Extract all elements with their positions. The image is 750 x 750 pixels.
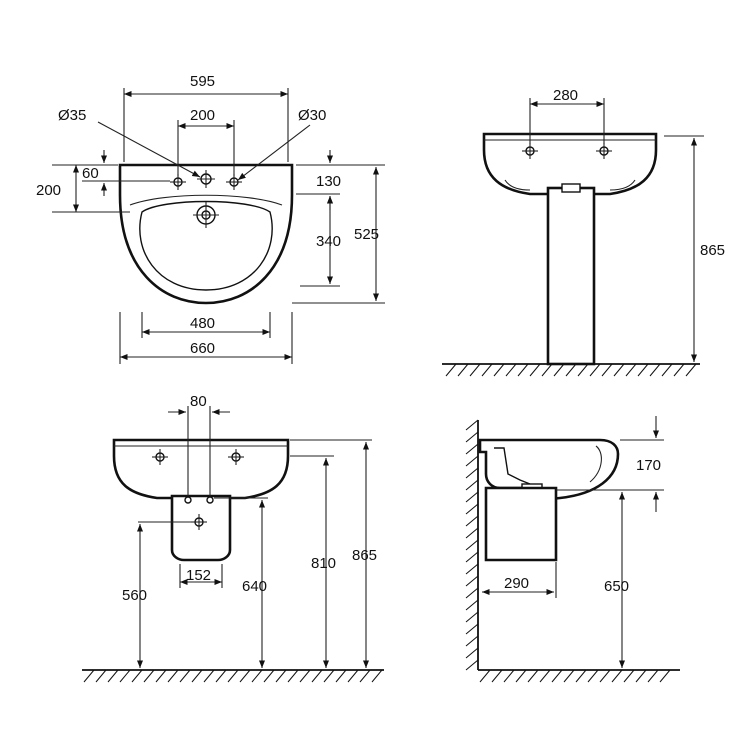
semi-pedestal-shell: [170, 494, 232, 562]
wall-hatch: [465, 419, 479, 671]
pedestal-column: [546, 186, 596, 366]
dim-semi-floor-waste: 810: [311, 555, 336, 572]
dim-hole-offset: 60: [82, 165, 99, 182]
dim-semi-floor-low: 560: [122, 587, 147, 604]
basin-outline-top: [118, 163, 294, 305]
dim-rim-depth: 130: [316, 173, 341, 190]
tap-hole-icon: [152, 449, 244, 530]
tap-hole-icon: [522, 143, 612, 159]
basin-outline-side: [478, 438, 620, 502]
dim-side-floor: 650: [604, 578, 629, 595]
floor-hatch: [445, 363, 697, 377]
tap-hole-icon: [170, 170, 242, 190]
dim-inner-width: 480: [190, 315, 215, 332]
dim-side-depth: 290: [504, 575, 529, 592]
dim-tap-spacing: 200: [190, 107, 215, 124]
semi-pedestal-view: 80 152 560 640 810 865: [82, 393, 384, 683]
dim-outer-width: 660: [190, 340, 215, 357]
drain-icon: [193, 202, 219, 228]
top-view: 595 200 Ø35 Ø30 60 200 130 340 525: [36, 73, 385, 364]
semi-pedestal-side: [484, 486, 558, 562]
floor-hatch: [83, 669, 383, 683]
floor-hatch: [479, 669, 671, 683]
dim-pedestal-height: 865: [700, 242, 725, 259]
dim-hole-left: Ø35: [58, 107, 86, 124]
dim-pedestal-tap-spacing: 280: [553, 87, 578, 104]
basin-outline-semi: [112, 438, 290, 500]
dim-semi-width: 152: [186, 567, 211, 584]
dim-semi-floor-top: 865: [352, 547, 377, 564]
dim-hole-right: Ø30: [298, 107, 326, 124]
dim-semi-tap-spacing: 80: [190, 393, 207, 410]
basin-bowl-top: [139, 200, 273, 291]
dim-total-depth: 525: [354, 226, 379, 243]
dim-side-rim: 170: [636, 457, 661, 474]
dim-hole-height: 200: [36, 182, 61, 199]
dim-top-width: 595: [190, 73, 215, 90]
dim-bowl-depth: 340: [316, 233, 341, 250]
side-view: 170 290 650: [465, 416, 680, 683]
pedestal-view: 280 865: [442, 87, 725, 377]
dim-semi-floor-mid: 640: [242, 578, 267, 595]
